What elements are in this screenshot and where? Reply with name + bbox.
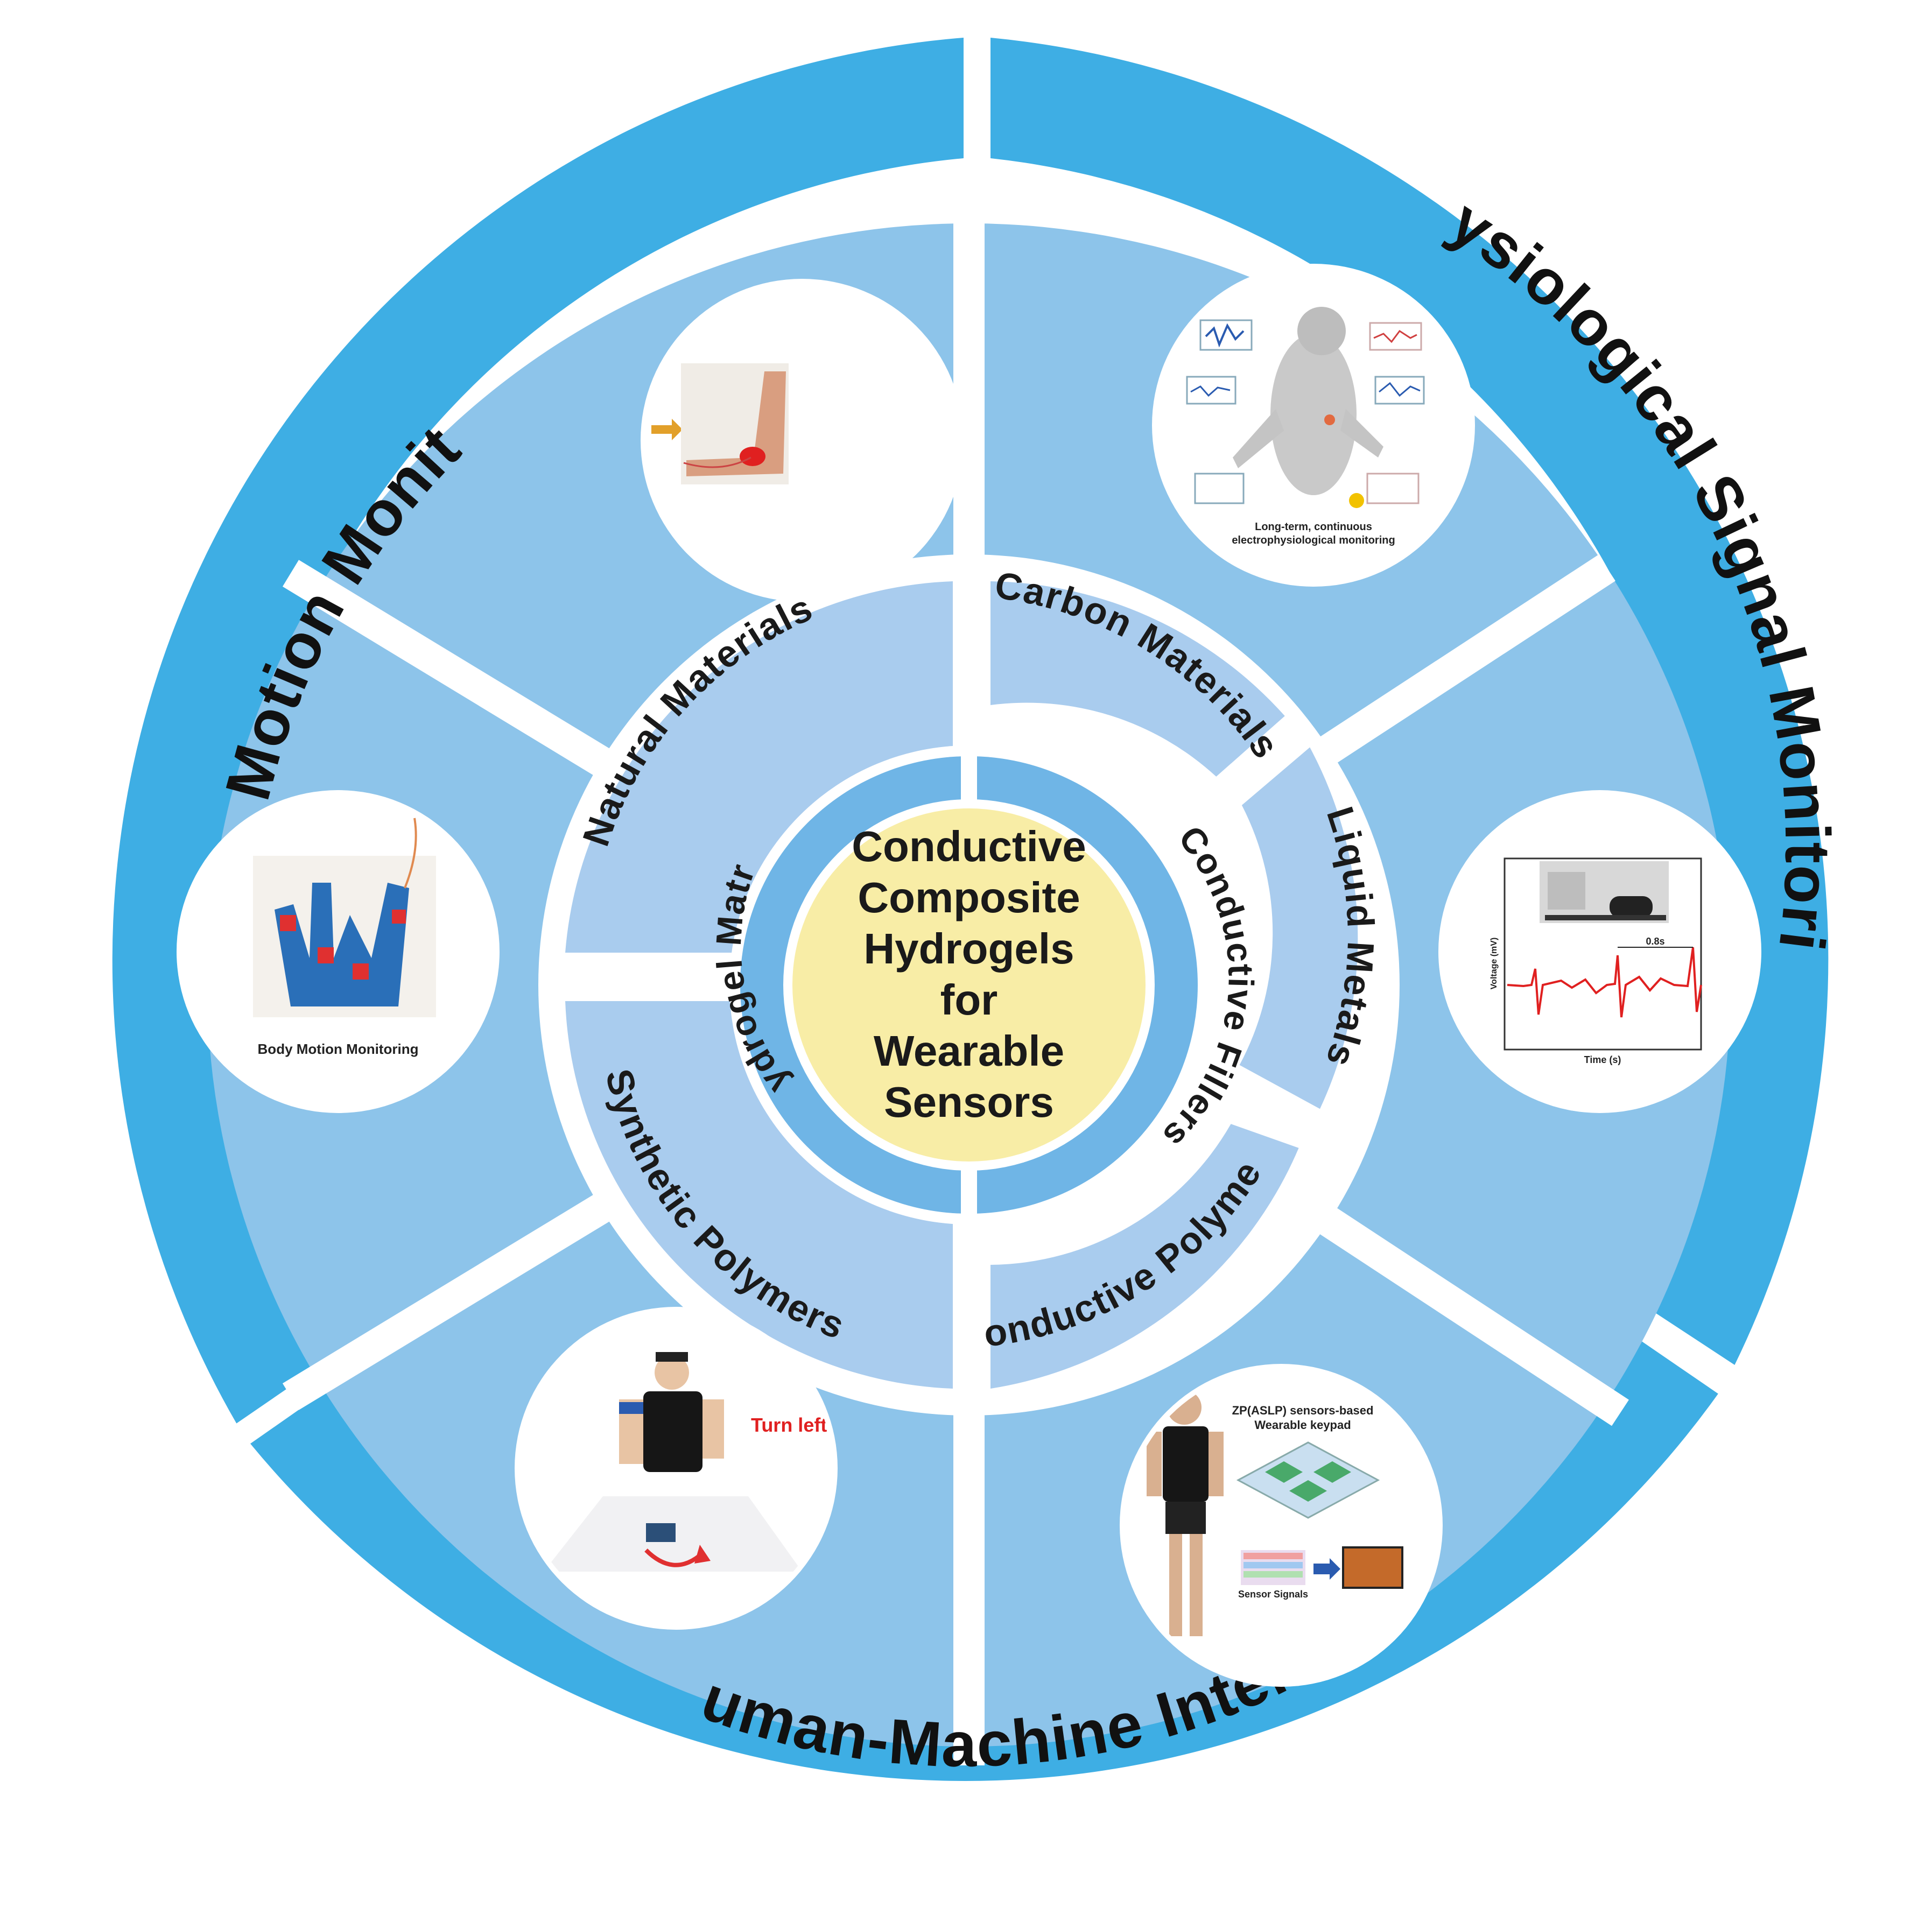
thumbnail-turn-left: Turn left <box>515 1307 838 1630</box>
center-line-3: Hydrogels <box>863 925 1074 973</box>
keypad-title-2: Wearable keypad <box>1254 1418 1351 1432</box>
center-line-6: Sensors <box>884 1078 1054 1126</box>
ecg-interval-label: 0.8s <box>1646 936 1664 947</box>
segment-synthetic-polymers <box>565 1001 953 1389</box>
center-line-1: Conductive <box>852 822 1086 870</box>
center-circle <box>792 808 1146 1161</box>
segment-carbon-materials <box>990 581 1285 777</box>
person-head <box>655 1355 689 1390</box>
thumbnail-ecg: 0.8s Time (s) Voltage (mV) <box>1438 790 1761 1113</box>
center-title: Conductive Composite Hydrogels for Weara… <box>852 822 1086 1126</box>
thumbnail-elbow-bending <box>641 279 964 602</box>
caption-longterm-2: electrophysiological monitoring <box>1232 534 1395 546</box>
center-line-5: Wearable <box>874 1027 1064 1075</box>
monitor-screen <box>1342 1546 1403 1589</box>
keypad-title-1: ZP(ASLP) sensors-based <box>1232 1404 1374 1417</box>
person-shirt <box>643 1391 702 1472</box>
ecg-x-label: Time (s) <box>1584 1054 1621 1065</box>
robot-car-icon <box>646 1523 676 1542</box>
ecg-trace <box>1507 947 1702 1018</box>
thumbnail-wearable-keypad: ZP(ASLP) sensors-based Wearable keypad S… <box>1120 1364 1443 1687</box>
glove-hand <box>275 883 409 1006</box>
segment-natural-materials <box>565 581 953 953</box>
sensor-patch-icon <box>740 447 765 466</box>
runner-figure <box>1270 334 1357 495</box>
caption-body-motion-monitoring: Body Motion Monitoring <box>258 1041 419 1057</box>
thumbnail-electrophysiology: Long-term, continuous electrophysiologic… <box>1152 264 1475 587</box>
outer-ring-body-motion <box>112 38 964 1424</box>
segment-liquid-metals <box>1239 747 1358 1109</box>
center-line-4: for <box>940 976 998 1024</box>
caption-longterm-1: Long-term, continuous <box>1255 521 1372 533</box>
center-line-2: Composite <box>858 874 1080 921</box>
middle-ring <box>565 581 1358 1389</box>
segment-conductive-polymers <box>990 1124 1299 1389</box>
thumbnail-hand-gesture: Body Motion Monitoring <box>177 790 500 1113</box>
caption-turn-left: Turn left <box>751 1414 827 1436</box>
inner-ring <box>729 745 1209 1224</box>
ecg-y-label: Voltage (mV) <box>1490 938 1499 990</box>
sensor-signals-label: Sensor Signals <box>1238 1589 1308 1600</box>
arrow-right-icon <box>651 419 683 440</box>
